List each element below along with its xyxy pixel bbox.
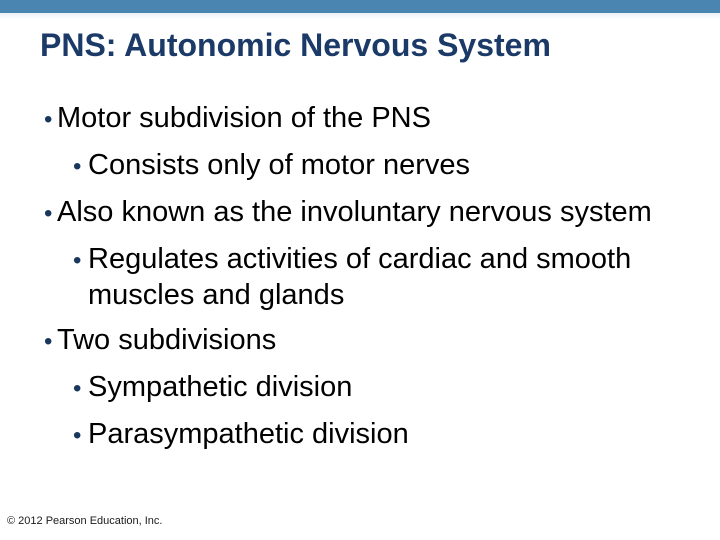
bullet-item: Motor subdivision of the PNS — [40, 100, 690, 138]
copyright-text: © 2012 Pearson Education, Inc. — [7, 515, 163, 527]
bullet-text: Parasympathetic division — [88, 418, 409, 450]
bullet-icon — [44, 100, 57, 138]
bullet-item: Regulates activities of cardiac and smoo… — [40, 241, 690, 313]
top-accent-bar — [0, 0, 720, 13]
slide-title: PNS: Autonomic Nervous System — [40, 27, 551, 63]
bullet-item: Two subdivisions — [40, 322, 690, 360]
bullet-text: Consists only of motor nerves — [88, 149, 470, 181]
bullet-icon — [73, 147, 88, 185]
bullet-icon — [73, 416, 88, 454]
bullet-item: Sympathetic division — [40, 369, 690, 407]
bullet-text: Also known as the involuntary nervous sy… — [57, 196, 652, 228]
bullet-icon — [44, 322, 57, 360]
bullet-item: Consists only of motor nerves — [40, 147, 690, 185]
bullet-text: Regulates activities of cardiac and smoo… — [88, 243, 632, 311]
bullet-text: Motor subdivision of the PNS — [57, 102, 431, 134]
bullet-item: Also known as the involuntary nervous sy… — [40, 194, 690, 232]
bullet-icon — [73, 369, 88, 407]
bullet-item: Parasympathetic division — [40, 416, 690, 454]
bullet-icon — [73, 241, 88, 279]
bullet-text: Two subdivisions — [57, 324, 277, 356]
bullet-list: Motor subdivision of the PNS Consists on… — [40, 100, 690, 463]
bullet-text: Sympathetic division — [88, 371, 353, 403]
bullet-icon — [44, 194, 57, 232]
top-accent-bar-fade — [0, 13, 720, 19]
